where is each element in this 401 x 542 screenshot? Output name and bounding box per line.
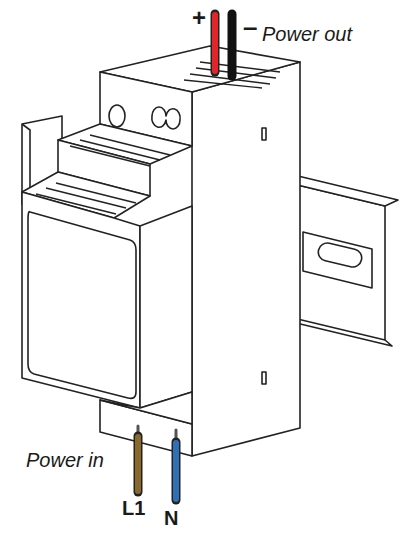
negative-wire (228, 14, 237, 76)
side-clip (262, 372, 266, 384)
front-cover (28, 212, 136, 399)
housing-front-lower (22, 192, 140, 408)
terminal-screw (109, 105, 125, 127)
wire-outline (172, 442, 181, 500)
side-clip (262, 128, 266, 140)
wire-outline (211, 14, 220, 72)
terminal-screw (152, 107, 180, 129)
terminal-name: L1 (122, 498, 145, 518)
terminal-name: N (164, 508, 178, 528)
vent-fins (36, 62, 280, 214)
positive-wire (212, 15, 218, 71)
housing-front-lower-side (140, 206, 192, 408)
din-rail-lip (285, 176, 398, 206)
din-rail-inner (303, 232, 372, 288)
housing-base-top (100, 392, 192, 424)
live-wire (135, 437, 141, 491)
din-rail-edge (285, 316, 392, 346)
din-rail-slot (317, 241, 364, 268)
wire-outline (134, 436, 143, 492)
neutral-wire (173, 443, 179, 499)
polarity-sign: – (243, 14, 257, 40)
output-label: Power out (262, 24, 352, 44)
input-label: Power in (26, 450, 104, 470)
polarity-sign: + (192, 6, 206, 30)
housing-side (192, 62, 300, 456)
